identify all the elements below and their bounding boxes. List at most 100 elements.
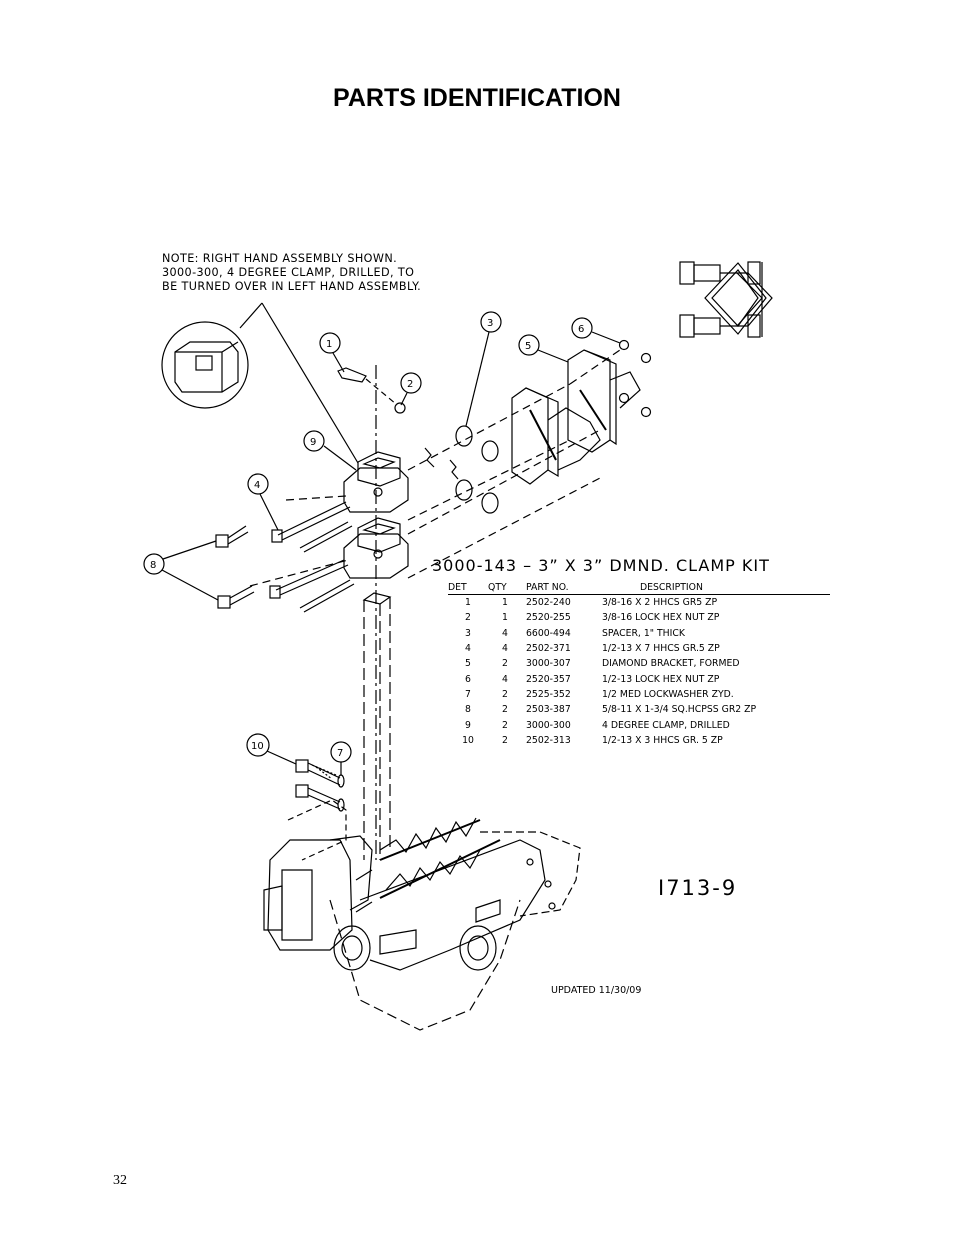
cell-det: 4 [465, 643, 471, 655]
cell-qty: 2 [502, 719, 508, 731]
header-det: DET [448, 580, 488, 595]
cell-qty: 2 [502, 734, 508, 746]
cell-description: 1/2 MED LOCKWASHER ZYD. [602, 688, 734, 700]
nut-part-2 [394, 402, 406, 414]
cell-qty: 1 [502, 612, 508, 624]
table-row: 3 4 6600-494 SPACER, 1" THICK [448, 626, 830, 641]
washers-part-7 [337, 774, 345, 812]
updated-date: UPDATED 11/30/09 [551, 985, 642, 996]
cell-part-no: 2502-240 [526, 597, 571, 609]
callout-1: 1 [319, 332, 345, 373]
callout-7: 7 [330, 741, 352, 775]
cell-det: 7 [465, 688, 471, 700]
clamp-block-lower [343, 517, 409, 579]
svg-text:3: 3 [487, 318, 493, 329]
drawing-number: I713-9 [658, 876, 738, 900]
svg-text:7: 7 [337, 748, 343, 759]
page-title: PARTS IDENTIFICATION [333, 84, 621, 112]
cell-description: 5/8-11 X 1-3/4 SQ.HCPSS GR2 ZP [602, 704, 757, 716]
parts-table: DET QTY PART NO. DESCRIPTION 1 1 2502-24… [448, 580, 830, 748]
cell-det: 10 [462, 734, 474, 746]
cell-description: DIAMOND BRACKET, FORMED [602, 658, 740, 670]
table-row: 1 1 2502-240 3/8-16 X 2 HHCS GR5 ZP [448, 595, 830, 611]
callout-4: 4 [247, 473, 279, 531]
cell-part-no: 2520-357 [526, 673, 571, 685]
bolts-part-10 [295, 759, 341, 810]
note-line: BE TURNED OVER IN LEFT HAND ASSEMBLY. [162, 280, 422, 293]
cell-qty: 4 [502, 673, 508, 685]
svg-text:4: 4 [254, 480, 260, 491]
header-description: DESCRIPTION [602, 580, 830, 595]
clamp-block-upper [343, 451, 409, 513]
cell-description: 4 DEGREE CLAMP, DRILLED [602, 719, 730, 731]
svg-text:1: 1 [326, 339, 332, 350]
header-part-no: PART NO. [522, 580, 602, 595]
cell-det: 1 [465, 597, 471, 609]
note-line: 3000-300, 4 DEGREE CLAMP, DRILLED, TO [162, 266, 415, 279]
cell-part-no: 2503-387 [526, 704, 571, 716]
cell-qty: 4 [502, 627, 508, 639]
cell-qty: 2 [502, 658, 508, 670]
nuts-part-6 [618, 339, 652, 418]
cell-description: 3/8-16 X 2 HHCS GR5 ZP [602, 597, 718, 609]
leader-note [261, 302, 359, 464]
callout-3: 3 [465, 311, 502, 427]
svg-text:8: 8 [150, 560, 156, 571]
table-row: 9 2 3000-300 4 DEGREE CLAMP, DRILLED [448, 717, 830, 732]
cell-qty: 2 [502, 704, 508, 716]
cell-part-no: 2502-371 [526, 643, 571, 655]
callout-9: 9 [303, 430, 357, 471]
break-line [449, 459, 459, 480]
callout-8: 8 [143, 540, 219, 601]
callout-2: 2 [400, 372, 422, 406]
cell-part-no: 2520-255 [526, 612, 571, 624]
cell-det: 5 [465, 658, 471, 670]
table-row: 6 4 2520-357 1/2-13 LOCK HEX NUT ZP [448, 671, 830, 686]
cell-part-no: 2502-313 [526, 734, 571, 746]
spacers-part-3 [455, 425, 499, 514]
cell-part-no: 6600-494 [526, 627, 571, 639]
cell-qty: 4 [502, 643, 508, 655]
cell-description: 3/8-16 LOCK HEX NUT ZP [602, 612, 720, 624]
table-row: 4 4 2502-371 1/2-13 X 7 HHCS GR.5 ZP [448, 641, 830, 656]
cell-det: 3 [465, 627, 471, 639]
cell-det: 6 [465, 673, 471, 685]
diamond-clamp-view [679, 261, 773, 338]
cell-description: 1/2-13 LOCK HEX NUT ZP [602, 673, 720, 685]
cell-det: 8 [465, 704, 471, 716]
cell-description: SPACER, 1" THICK [602, 627, 685, 639]
svg-text:9: 9 [310, 437, 316, 448]
cell-part-no: 3000-307 [526, 658, 571, 670]
kit-title: 3000-143 – 3” X 3” DMND. CLAMP KIT [432, 556, 770, 575]
table-row: 7 2 2525-352 1/2 MED LOCKWASHER ZYD. [448, 687, 830, 702]
bolt-part-1 [337, 367, 397, 405]
cell-part-no: 2525-352 [526, 688, 571, 700]
cell-det: 9 [465, 719, 471, 731]
cell-description: 1/2-13 X 7 HHCS GR.5 ZP [602, 643, 720, 655]
diamond-bracket-part-5 [511, 349, 641, 485]
svg-text:2: 2 [407, 379, 413, 390]
svg-text:6: 6 [578, 324, 584, 335]
svg-text:5: 5 [525, 341, 531, 352]
cell-description: 1/2-13 X 3 HHCS GR. 5 ZP [602, 734, 723, 746]
callout-6: 6 [571, 317, 621, 344]
assembly-lines [287, 799, 347, 861]
svg-text:10: 10 [251, 741, 264, 752]
assembly-lines [249, 349, 621, 587]
cell-qty: 2 [502, 688, 508, 700]
square-tube [362, 592, 392, 860]
table-header-row: DET QTY PART NO. DESCRIPTION [448, 580, 830, 595]
table-row: 8 2 2503-387 5/8-11 X 1-3/4 SQ.HCPSS GR2… [448, 702, 830, 717]
assembly-note: NOTE: RIGHT HAND ASSEMBLY SHOWN. 3000-30… [162, 252, 421, 294]
table-row: 2 1 2520-255 3/8-16 LOCK HEX NUT ZP [448, 610, 830, 625]
cell-part-no: 3000-300 [526, 719, 571, 731]
note-line: NOTE: RIGHT HAND ASSEMBLY SHOWN. [162, 252, 398, 265]
row-unit-assembly [263, 817, 581, 1031]
callout-10: 10 [246, 733, 297, 765]
detail-inset [161, 302, 263, 409]
header-qty: QTY [488, 580, 522, 595]
table-row: 5 2 3000-307 DIAMOND BRACKET, FORMED [448, 656, 830, 671]
break-line [424, 447, 435, 468]
cell-det: 2 [465, 612, 471, 624]
